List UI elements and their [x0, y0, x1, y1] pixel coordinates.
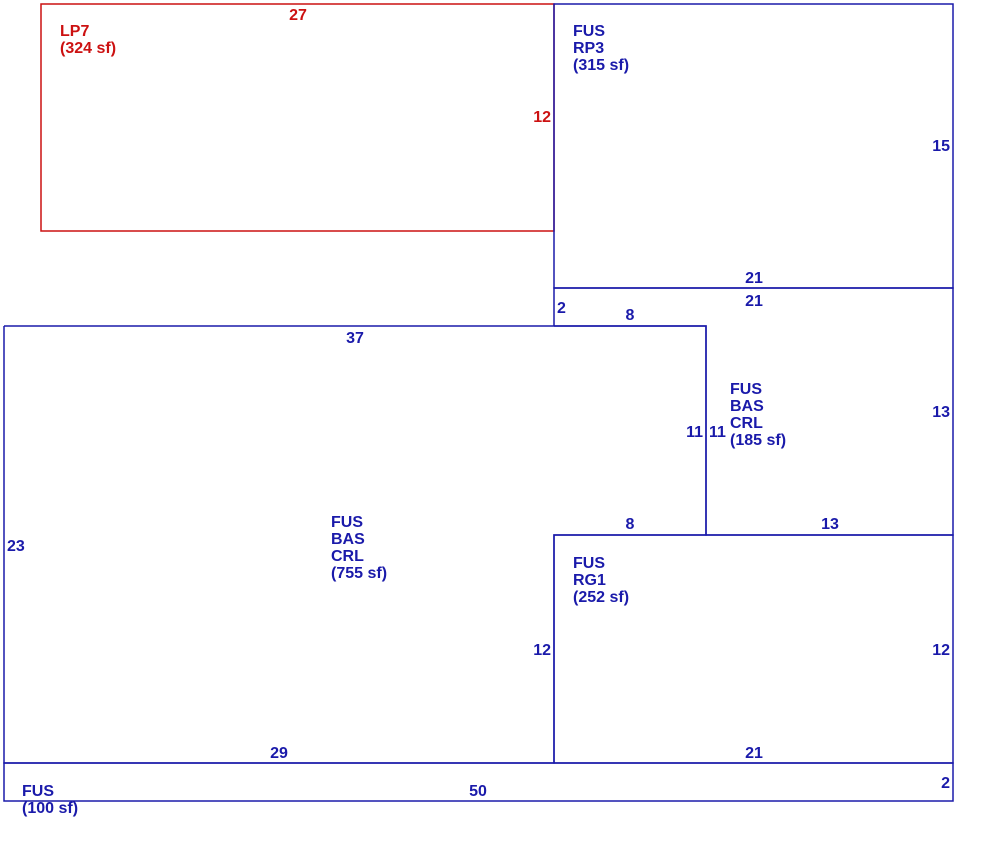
rp3-label-line-2: RP3	[573, 40, 604, 57]
main-area-dim-step: 8	[626, 516, 635, 533]
strip-dim-top: 50	[469, 783, 487, 800]
small-area-dim-left-upper: 2	[557, 300, 566, 317]
small-area-dim-top-step: 8	[626, 307, 635, 324]
rp3-dim-bottom: 21	[745, 270, 763, 287]
rp3-label-line-1: FUS	[573, 23, 605, 40]
lp7-outline	[40, 3, 555, 232]
strip-label-line-1: FUS	[22, 783, 54, 800]
lp7-label: LP7 (324 sf)	[60, 23, 116, 57]
main-area-label-line-4: (755 sf)	[331, 565, 387, 582]
strip-dim-right: 2	[941, 775, 950, 792]
rp3-outline	[553, 3, 954, 289]
main-area-dim-top: 37	[346, 330, 364, 347]
rg1-dim-bottom: 21	[745, 745, 763, 762]
main-area-label-line-2: BAS	[331, 531, 365, 548]
main-area-dim-right-upper: 11	[686, 424, 703, 441]
small-area-label-line-2: BAS	[730, 398, 764, 415]
small-area-label-line-4: (185 sf)	[730, 432, 786, 449]
small-area-label-line-1: FUS	[730, 381, 762, 398]
rg1-label-line-1: FUS	[573, 555, 605, 572]
strip-label: FUS (100 sf)	[22, 783, 78, 817]
strip-label-line-2: (100 sf)	[22, 800, 78, 817]
main-area-dim-right-lower: 12	[533, 642, 551, 659]
rp3-label-line-3: (315 sf)	[573, 57, 629, 74]
small-area-dim-bottom: 13	[821, 516, 839, 533]
rg1-label-line-3: (252 sf)	[573, 589, 629, 606]
main-area-dim-bottom: 29	[270, 745, 288, 762]
rg1-outline	[553, 534, 954, 764]
main-area-label-line-1: FUS	[331, 514, 363, 531]
rg1-label: FUS RG1 (252 sf)	[573, 555, 629, 606]
small-area-label: FUS BAS CRL (185 sf)	[730, 381, 786, 449]
main-area-label-line-3: CRL	[331, 548, 364, 565]
small-area-dim-top: 21	[745, 293, 763, 310]
main-area-dim-left: 23	[7, 538, 25, 555]
small-area-dim-right: 13	[932, 404, 950, 421]
small-area-dim-left: 11	[709, 424, 726, 441]
strip-outline	[3, 762, 954, 802]
rp3-label: FUS RP3 (315 sf)	[573, 23, 629, 74]
main-area-label: FUS BAS CRL (755 sf)	[331, 514, 387, 582]
rp3-dim-right: 15	[932, 138, 950, 155]
lp7-dim-right: 12	[533, 109, 551, 126]
rg1-label-line-2: RG1	[573, 572, 606, 589]
lp7-label-line-2: (324 sf)	[60, 40, 116, 57]
lp7-dim-top: 27	[289, 7, 307, 24]
lp7-label-line-1: LP7	[60, 23, 89, 40]
small-area-label-line-3: CRL	[730, 415, 763, 432]
rg1-dim-right: 12	[932, 642, 950, 659]
